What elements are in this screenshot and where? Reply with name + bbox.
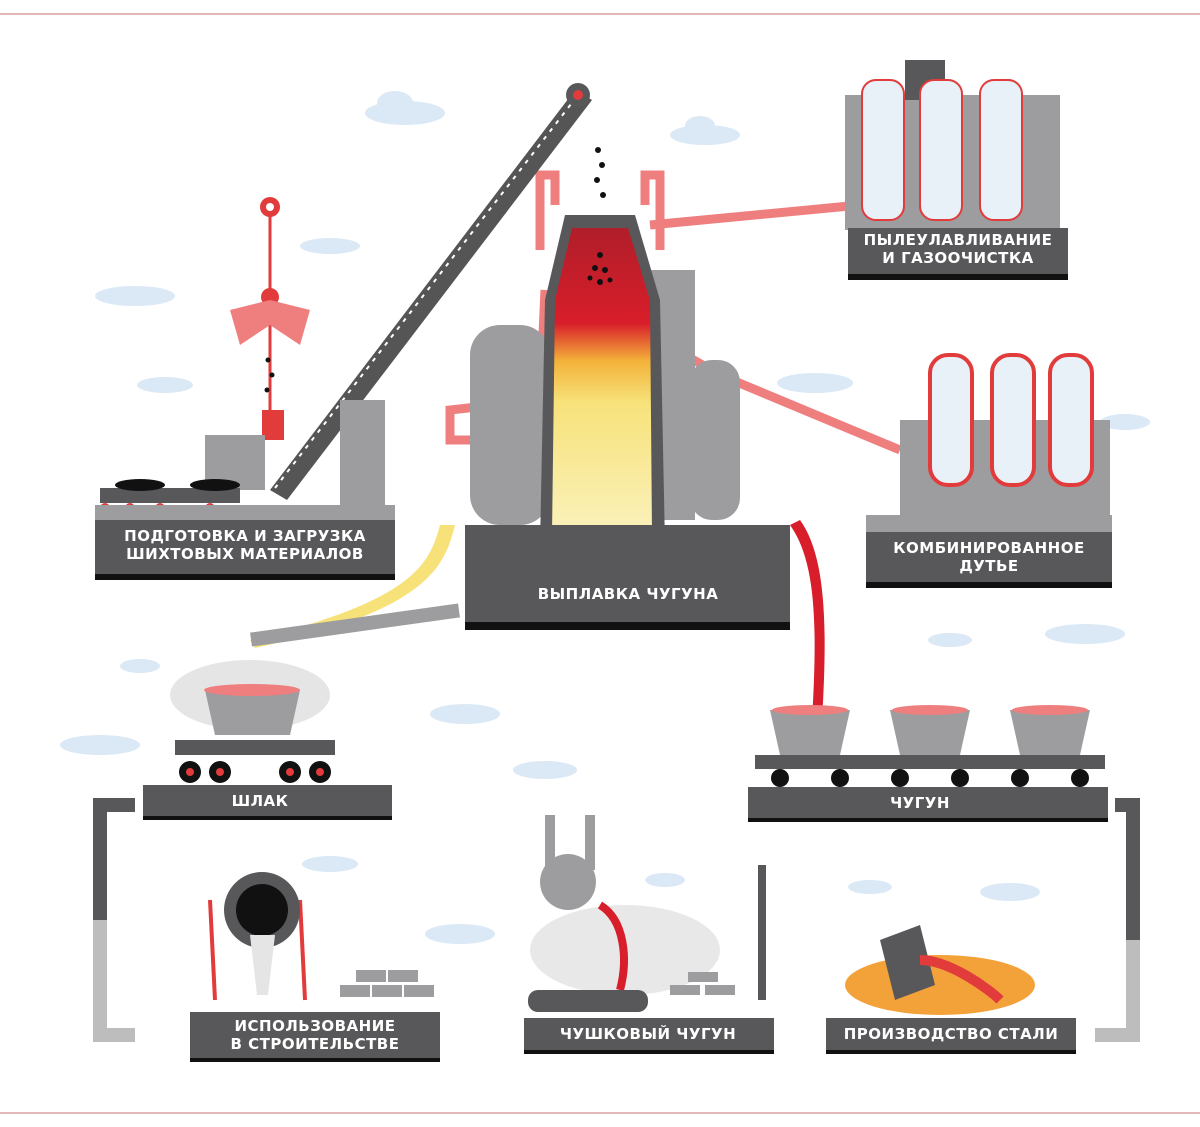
charge-illustration	[95, 197, 395, 520]
iron-cars-illustration	[755, 705, 1105, 787]
label-blast-line2: ДУТЬЕ	[959, 557, 1018, 575]
label-slag: ШЛАК	[232, 792, 289, 810]
label-dust-line2: И ГАЗООЧИСТКА	[882, 249, 1033, 267]
slag-car-illustration	[170, 660, 335, 783]
construction-illustration	[208, 872, 434, 1001]
label-blast-line1: КОМБИНИРОВАННОЕ	[893, 539, 1084, 557]
label-charge-line2: ШИХТОВЫХ МАТЕРИАЛОВ	[126, 545, 364, 563]
pig-iron-illustration	[528, 815, 735, 1012]
label-steel: ПРОИЗВОДСТВО СТАЛИ	[844, 1025, 1059, 1043]
label-construction-line1: ИСПОЛЬЗОВАНИЕ	[234, 1017, 395, 1035]
dust-catcher-illustration	[845, 60, 1060, 230]
flow-arrows	[93, 798, 1140, 1042]
label-iron: ЧУГУН	[890, 794, 950, 812]
label-smelting: ВЫПЛАВКА ЧУГУНА	[538, 585, 719, 603]
conveyor-boom	[270, 83, 606, 500]
clouds	[60, 91, 1150, 944]
blast-furnace	[250, 215, 825, 720]
label-plates	[95, 228, 1112, 1062]
label-charge-line1: ПОДГОТОВКА И ЗАГРУЗКА	[124, 527, 366, 545]
label-dust-line1: ПЫЛЕУЛАВЛИВАНИЕ	[864, 231, 1053, 249]
steel-production-illustration	[845, 925, 1035, 1015]
blast-stoves-illustration	[866, 353, 1112, 533]
label-construction-line2: В СТРОИТЕЛЬСТВЕ	[231, 1035, 400, 1053]
label-pig-iron: ЧУШКОВЫЙ ЧУГУН	[560, 1024, 736, 1043]
